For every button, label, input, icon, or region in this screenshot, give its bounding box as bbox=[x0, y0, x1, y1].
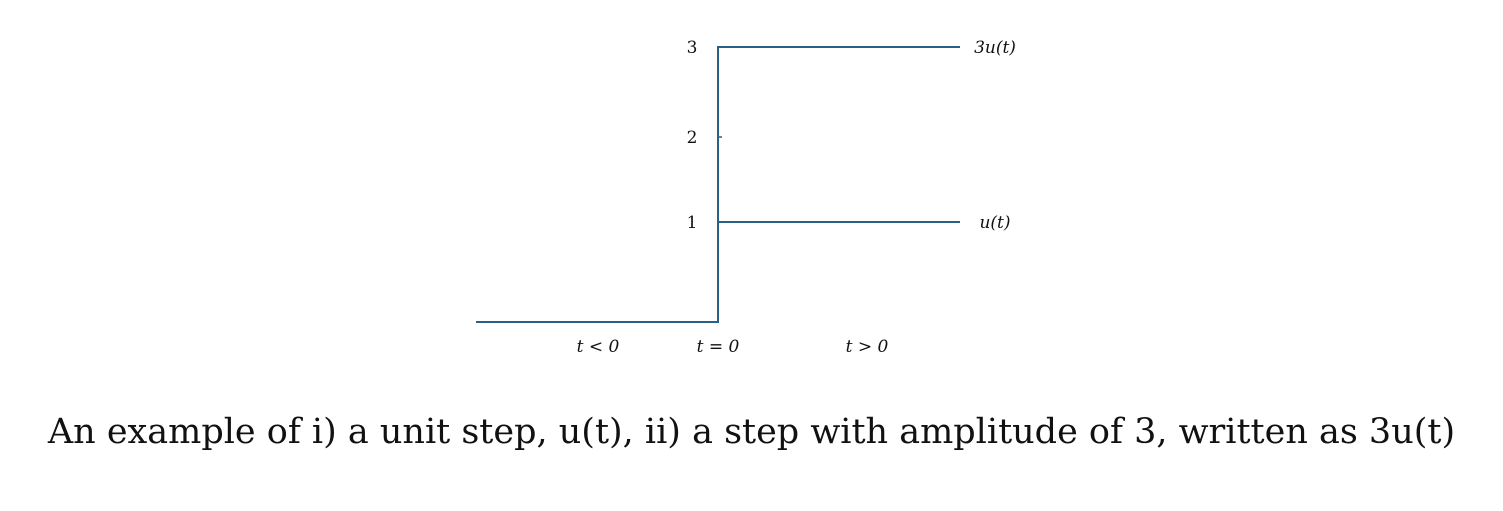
series-line-amplitude-3-step bbox=[476, 46, 960, 323]
region-label-1: t = 0 bbox=[697, 337, 740, 357]
region-label-0: t < 0 bbox=[577, 337, 620, 357]
series-labels: u(t) 3u(t) bbox=[974, 38, 1016, 233]
region-label-2: t > 0 bbox=[846, 337, 889, 357]
y-tick-label-2: 2 bbox=[687, 128, 698, 148]
y-tick-label-1: 1 bbox=[687, 213, 698, 233]
region-labels: t < 0 t = 0 t > 0 bbox=[577, 337, 889, 357]
series-layer bbox=[476, 46, 960, 323]
step-function-chart: 1 2 3 t < 0 t = 0 t > 0 u(t) 3u(t) bbox=[476, 38, 1016, 357]
series-label-amplitude-3-step: 3u(t) bbox=[974, 38, 1016, 58]
y-tick-labels: 1 2 3 bbox=[687, 38, 698, 233]
figure-caption: An example of i) a unit step, u(t), ii) … bbox=[47, 412, 1456, 452]
y-axis-ticks bbox=[718, 46, 722, 223]
y-tick-label-3: 3 bbox=[687, 38, 698, 58]
series-label-unit-step: u(t) bbox=[979, 213, 1010, 233]
